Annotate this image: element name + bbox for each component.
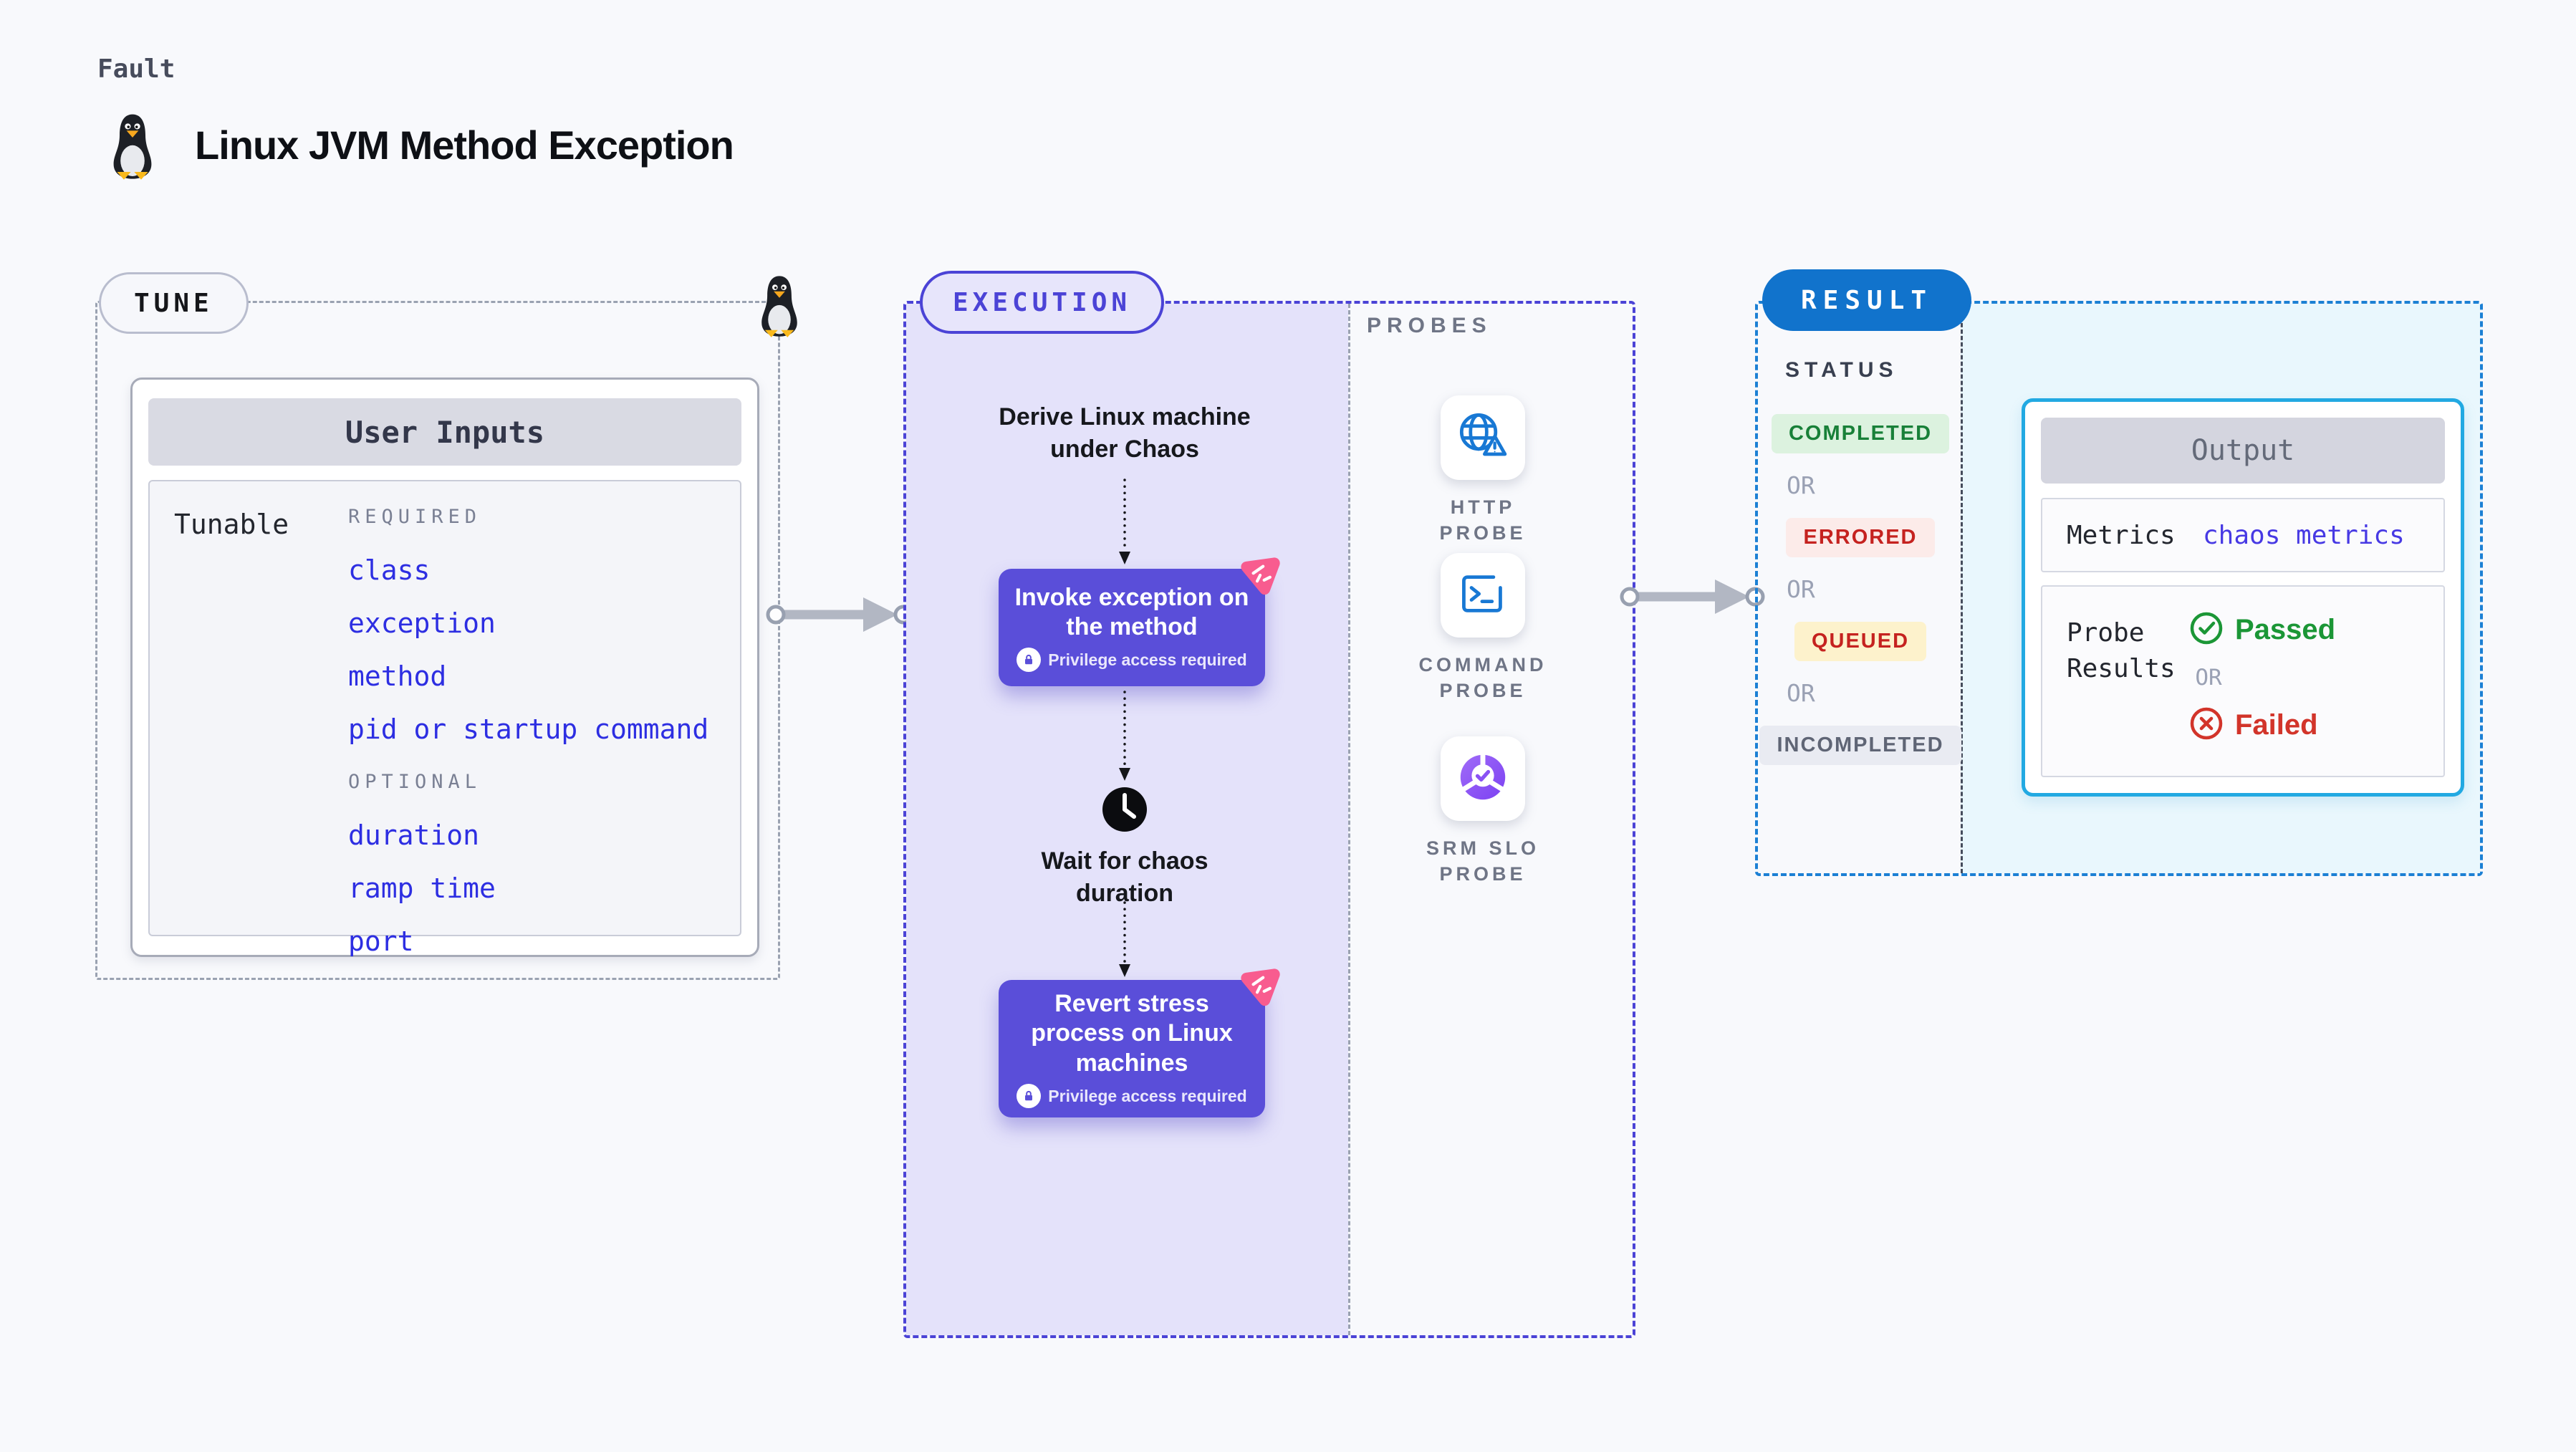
status-list: COMPLETED OR ERRORED OR QUEUED OR INCOMP… [1759, 414, 1961, 765]
probe-results-row: Probe Results Passed OR [2041, 585, 2445, 777]
tune-section-pill: TUNE [99, 272, 249, 334]
invoke-exception-title: Invoke exception on the method [1014, 583, 1249, 640]
invoke-exception-node: Invoke exception on the method Privilege… [999, 557, 1280, 686]
page-title: Linux JVM Method Exception [195, 122, 734, 168]
check-circle-icon [2189, 611, 2224, 649]
flow-arrow-down-icon [1119, 479, 1130, 564]
srm-slo-probe-card [1441, 736, 1525, 821]
penguin-icon [754, 274, 805, 342]
tunable-item-pid-or-startup-command[interactable]: pid or startup command [348, 713, 709, 745]
chaos-experiment-badge-icon [1234, 963, 1281, 1010]
x-circle-icon [2189, 706, 2224, 744]
status-badge-queued: QUEUED [1794, 622, 1927, 661]
http-probe-card [1441, 395, 1525, 480]
clock-icon [1102, 787, 1148, 832]
or-label: OR [1787, 471, 1815, 499]
flow-arrow-down-icon [1119, 691, 1130, 781]
tunable-item-class[interactable]: class [348, 554, 431, 586]
output-header: Output [2041, 418, 2445, 484]
wait-step-text: Wait for chaos duration [1041, 847, 1208, 907]
tunable-item-port[interactable]: port [348, 925, 414, 957]
privilege-note-text: Privilege access required [1048, 1086, 1247, 1105]
required-label: REQUIRED [348, 506, 482, 528]
result-section-pill: RESULT [1762, 269, 1972, 331]
tunable-item-method[interactable]: method [348, 660, 447, 692]
user-inputs-header: User Inputs [148, 398, 741, 466]
privilege-note-row: Privilege access required [1017, 648, 1247, 673]
result-divider-line [1961, 304, 1963, 873]
metrics-label: Metrics [2067, 520, 2176, 550]
revert-stress-node: Revert stress process on Linux machines … [999, 968, 1280, 1117]
or-label: OR [2195, 665, 2222, 691]
tunable-label: Tunable [174, 509, 289, 540]
probe-results-label: Probe Results [2067, 618, 2176, 684]
chaos-experiment-badge-icon [1234, 552, 1281, 599]
tunable-list: REQUIRED class exception method pid or s… [348, 501, 708, 957]
lock-icon [1017, 648, 1042, 673]
passed-label: Passed [2235, 614, 2336, 645]
terminal-icon [1458, 571, 1507, 620]
lock-icon [1017, 1084, 1042, 1109]
probes-divider-line [1348, 304, 1350, 1335]
probes-label: PROBES [1367, 314, 1492, 337]
user-inputs-card: User Inputs Tunable REQUIRED class excep… [130, 378, 759, 957]
metrics-row: Metrics chaos metrics [2041, 498, 2445, 572]
command-probe-label: COMMAND PROBE [1418, 654, 1547, 702]
status-label: STATUS [1785, 358, 1898, 382]
fault-kicker: Fault [97, 54, 176, 84]
failed-label: Failed [2235, 709, 2318, 741]
execution-section-pill: EXECUTION [920, 271, 1165, 334]
revert-stress-title: Revert stress process on Linux machines [1031, 989, 1233, 1077]
failed-row: Failed [2189, 706, 2335, 744]
http-probe-label: HTTP PROBE [1439, 496, 1527, 544]
tunable-item-ramp-time[interactable]: ramp time [348, 872, 496, 904]
status-badge-completed: COMPLETED [1771, 414, 1950, 453]
or-label: OR [1787, 575, 1815, 603]
tune-to-execution-arrow [766, 597, 913, 632]
or-label: OR [1787, 679, 1815, 707]
tune-section-box [95, 301, 780, 980]
passed-row: Passed [2189, 611, 2335, 649]
penguin-icon [105, 112, 160, 184]
privilege-note-row: Privilege access required [1017, 1084, 1247, 1109]
status-badge-incompleted: INCOMPLETED [1759, 726, 1961, 765]
probe-results-values: Passed OR Failed [2189, 611, 2335, 744]
tunable-item-exception[interactable]: exception [348, 607, 496, 639]
chaos-metrics-link[interactable]: chaos metrics [2203, 520, 2405, 550]
derive-step-text: Derive Linux machine under Chaos [999, 403, 1251, 463]
srm-slo-probe-label: SRM SLO PROBE [1426, 837, 1539, 885]
flow-arrow-down-icon [1119, 901, 1130, 977]
status-badge-errored: ERRORED [1786, 518, 1935, 557]
execution-to-result-arrow [1620, 580, 1765, 614]
slo-donut-check-icon [1456, 751, 1509, 807]
command-probe-card [1441, 553, 1525, 638]
globe-alert-icon [1456, 410, 1510, 466]
output-panel: Output Metrics chaos metrics Probe Resul… [2022, 398, 2464, 797]
tunable-item-duration[interactable]: duration [348, 819, 480, 851]
user-inputs-body: Tunable REQUIRED class exception method … [148, 480, 741, 957]
optional-label: OPTIONAL [348, 771, 482, 793]
privilege-note-text: Privilege access required [1048, 650, 1247, 669]
